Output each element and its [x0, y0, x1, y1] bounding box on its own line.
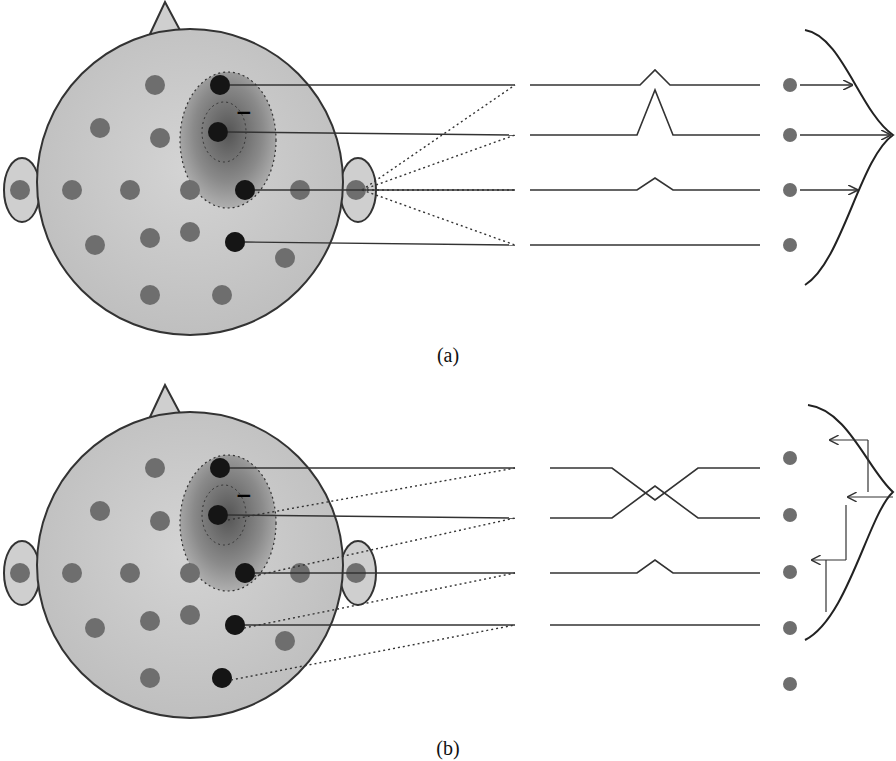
polarity-sign: −	[236, 485, 253, 505]
polarity-sign: −	[236, 102, 253, 122]
panel-b	[4, 385, 893, 718]
panel-a	[4, 2, 893, 335]
panel-label: (a)	[437, 345, 459, 365]
panel-label: (b)	[436, 738, 459, 758]
